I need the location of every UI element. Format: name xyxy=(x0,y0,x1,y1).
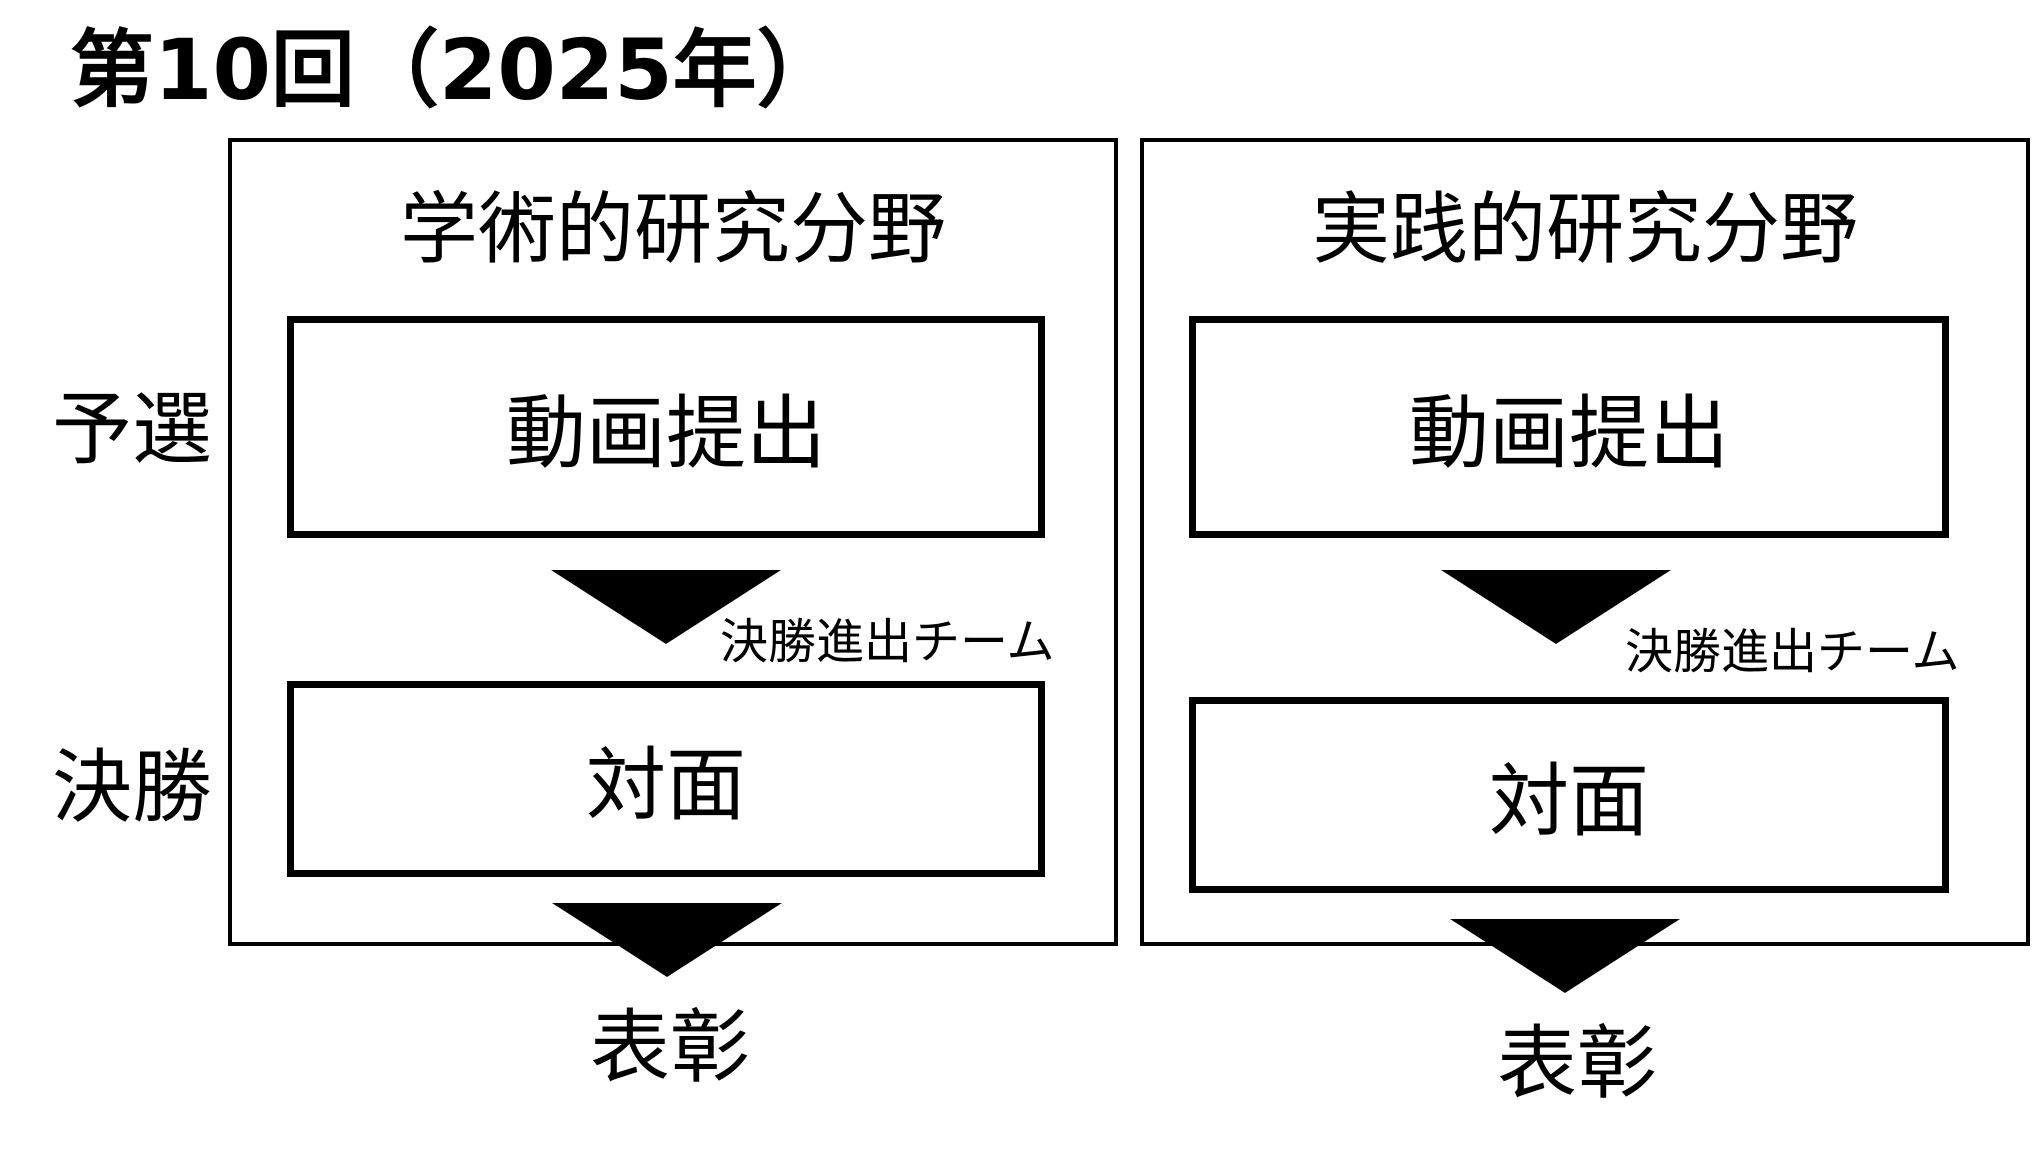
practical-track-title: 実践的研究分野 xyxy=(1311,185,1858,275)
practical-award-arrow xyxy=(1450,919,1680,993)
row-label-final: 決勝 xyxy=(52,741,212,834)
practical-advance-arrow xyxy=(1441,570,1671,644)
academic-track-title: 学術的研究分野 xyxy=(399,185,946,275)
practical-preliminary-box: 動画提出 xyxy=(1189,316,1949,538)
academic-advance-label: 決勝進出チーム xyxy=(720,614,1055,670)
practical-award: 表彰 xyxy=(1497,1017,1657,1110)
row-label-preliminary: 予選 xyxy=(52,383,212,476)
academic-advance-arrow xyxy=(551,570,781,644)
academic-final-box: 対面 xyxy=(287,681,1045,877)
academic-preliminary-box: 動画提出 xyxy=(287,316,1045,538)
page-title: 第10回（2025年） xyxy=(70,21,841,119)
practical-advance-label: 決勝進出チーム xyxy=(1625,624,1960,680)
practical-final-box: 対面 xyxy=(1189,697,1949,893)
academic-award-arrow xyxy=(552,903,782,977)
academic-award: 表彰 xyxy=(590,1001,750,1094)
